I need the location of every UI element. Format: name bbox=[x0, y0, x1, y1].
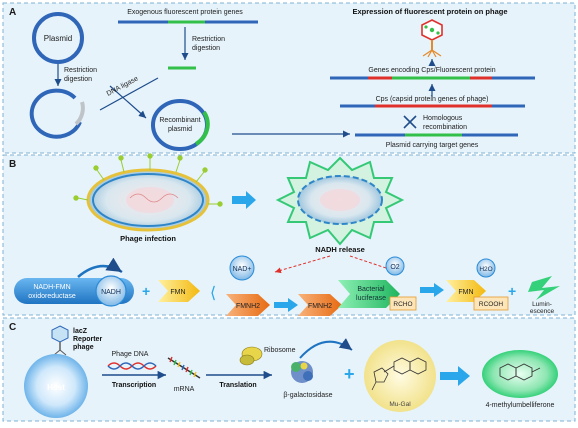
recombinant-label-2: plasmid bbox=[168, 126, 192, 133]
reporter-phage-1: lacZ bbox=[73, 328, 88, 335]
luminescence-label-2: escence bbox=[530, 308, 555, 315]
restriction-digestion-mid-2: digestion bbox=[192, 45, 220, 52]
mu-gal-structure bbox=[371, 357, 427, 391]
attached-phages bbox=[73, 153, 223, 207]
recombinant-insert bbox=[194, 110, 210, 146]
product-structure bbox=[499, 363, 541, 381]
recombination-x-2 bbox=[403, 115, 417, 129]
h2o-circle bbox=[476, 258, 496, 278]
plasmid-ring bbox=[32, 12, 84, 64]
cut-plasmid bbox=[29, 88, 82, 139]
ribosome-icon bbox=[239, 346, 263, 366]
curved-arrow-oxido bbox=[77, 257, 123, 278]
infected-cell bbox=[86, 168, 210, 232]
lacz-phage-icon bbox=[51, 325, 69, 356]
mrna-icon bbox=[167, 356, 201, 379]
o2-label: O2 bbox=[390, 264, 399, 271]
luciferase-chevron bbox=[338, 280, 400, 308]
homologous-label-1: Homologous bbox=[423, 115, 463, 122]
ligase-line-1 bbox=[99, 77, 159, 111]
product-glow bbox=[482, 350, 558, 398]
nad-plus-circle bbox=[229, 255, 255, 281]
panel-b-letter: B bbox=[9, 159, 16, 170]
cps-label: Cps (capsid protein genes of phage) bbox=[376, 96, 489, 103]
reporter-phage-2: Reporter bbox=[73, 336, 102, 343]
fmnh2-chevron-2 bbox=[298, 294, 342, 316]
arrow-b-2 bbox=[420, 283, 444, 297]
red-arrow-left bbox=[274, 255, 331, 274]
oxidoreductase-label-1: NADH-FMN bbox=[33, 284, 70, 291]
bracket-icon: ⟨ bbox=[210, 285, 216, 302]
restriction-digestion-left-2: digestion bbox=[64, 76, 92, 83]
plasmid-target-label: Plasmid carrying target genes bbox=[386, 142, 479, 149]
genes-encoding-label: Genes encoding Cps/Fluorescent protein bbox=[368, 67, 495, 74]
reporter-phage-3: phage bbox=[73, 344, 94, 351]
arrow-c-final bbox=[440, 366, 470, 386]
phage-infection-label: Phage infection bbox=[120, 234, 176, 243]
burst-cell bbox=[275, 156, 405, 246]
phage-icon bbox=[421, 19, 443, 58]
ribosome-label: Ribosome bbox=[264, 347, 296, 354]
product-label: 4-methylumbelliferone bbox=[486, 402, 555, 409]
phage-dna-label: Phage DNA bbox=[112, 351, 149, 358]
plus-1: + bbox=[142, 283, 150, 299]
cut-plasmid-gap bbox=[74, 101, 85, 126]
plasmid-label: Plasmid bbox=[44, 34, 72, 43]
beta-gal-protein-icon bbox=[291, 361, 313, 383]
fmnh2-label-1: FMNH2 bbox=[236, 303, 260, 310]
restriction-digestion-left-1: Restriction bbox=[64, 67, 97, 74]
recombinant-label-1: Recombinant bbox=[159, 117, 200, 124]
panel-c-letter: C bbox=[9, 322, 16, 333]
host-label: Host bbox=[47, 383, 65, 392]
nadh-label: NADH bbox=[101, 289, 121, 296]
beta-gal-label: β-galactosidase bbox=[283, 392, 332, 399]
ligase-line-2 bbox=[109, 85, 147, 119]
fmn-chevron-2 bbox=[446, 280, 486, 302]
h2o-label: H2O bbox=[479, 266, 492, 273]
o2-circle bbox=[385, 256, 405, 276]
fmn-label-2: FMN bbox=[458, 289, 473, 296]
luminescence-label-1: Lumin- bbox=[532, 301, 552, 308]
nadh-release-label: NADH release bbox=[315, 245, 365, 254]
panel-c-box bbox=[2, 317, 576, 422]
curved-arrow-c bbox=[299, 338, 353, 359]
oxidoreductase-label-2: oxidoreductase bbox=[28, 293, 76, 300]
rcho-label: RCHO bbox=[393, 301, 412, 308]
fmnh2-label-2: FMNH2 bbox=[308, 303, 332, 310]
expression-title: Expression of fluorescent protein on pha… bbox=[352, 7, 507, 16]
phage-dna-strand-2 bbox=[107, 362, 157, 370]
arrow-b-1 bbox=[274, 298, 298, 312]
luminescence-icon bbox=[528, 276, 560, 300]
restriction-digestion-mid-1: Restriction bbox=[192, 36, 225, 43]
nadh-circle bbox=[95, 275, 127, 307]
mu-gal-label: Mu-Gal bbox=[389, 401, 411, 408]
exogenous-genes-label: Exogenous fluorescent protein genes bbox=[127, 9, 243, 16]
plus-2: + bbox=[508, 283, 516, 299]
fmn-label-1: FMN bbox=[170, 289, 185, 296]
translation-label: Translation bbox=[219, 382, 256, 389]
rcooh-box bbox=[473, 296, 509, 311]
panel-a-letter: A bbox=[9, 7, 16, 18]
rcooh-label: RCOOH bbox=[479, 301, 504, 308]
luciferase-label-1: Bacterial bbox=[357, 286, 385, 293]
luciferase-label-2: luciferase bbox=[356, 295, 386, 302]
arrow-infection-to-release bbox=[232, 191, 256, 209]
rcho-box bbox=[389, 296, 417, 311]
fmnh2-chevron-1 bbox=[226, 294, 270, 316]
mrna-label: mRNA bbox=[174, 386, 195, 393]
nad-plus-label: NAD+ bbox=[233, 266, 252, 273]
host-cell bbox=[24, 354, 88, 418]
transcription-label: Transcription bbox=[112, 382, 156, 389]
homologous-label-2: recombination bbox=[423, 124, 467, 131]
plus-3: + bbox=[344, 364, 355, 384]
fmn-chevron-1 bbox=[158, 280, 200, 302]
